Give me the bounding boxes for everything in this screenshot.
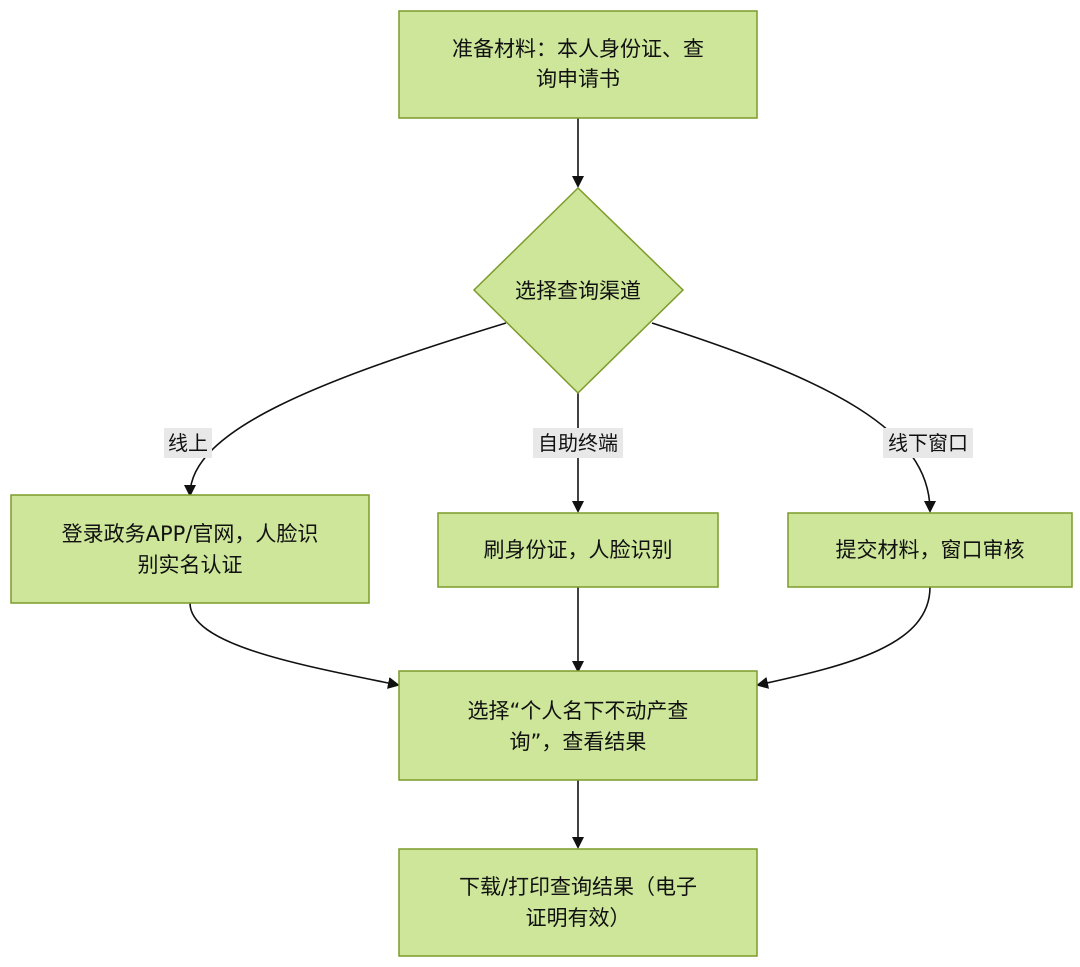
node-select-query-line-2: 询”，查看结果 (510, 730, 647, 754)
edge-label-counter-text: 线下窗口 (888, 431, 968, 455)
edge-label-online: 线上 (164, 428, 212, 458)
node-download: 下载/打印查询结果（电子 证明有效） (398, 848, 758, 957)
edge-label-counter: 线下窗口 (883, 428, 973, 458)
node-counter-text: 提交材料，窗口审核 (836, 538, 1025, 562)
node-kiosk-text: 刷身份证，人脸识别 (484, 538, 673, 562)
node-counter: 提交材料，窗口审核 (787, 512, 1073, 588)
node-prepare-line-2: 询申请书 (536, 67, 620, 91)
edge-label-kiosk: 自助终端 (533, 428, 623, 458)
node-select-query: 选择“个人名下不动产查 询”，查看结果 (398, 670, 758, 781)
edge-choose-to-online (184, 322, 507, 497)
node-kiosk: 刷身份证，人脸识别 (437, 512, 719, 588)
node-prepare: 准备材料：本人身份证、查 询申请书 (398, 10, 758, 119)
node-download-line-2: 证明有效） (526, 906, 631, 930)
node-online-line-2: 别实名认证 (138, 553, 243, 577)
node-download-line-1: 下载/打印查询结果（电子 (459, 875, 697, 899)
edge-online-to-select (189, 602, 400, 689)
node-online: 登录政务APP/官网，人脸识 别实名认证 (10, 494, 370, 604)
node-choose-channel-text: 选择查询渠道 (515, 279, 641, 303)
edges (184, 118, 936, 849)
edge-label-kiosk-text: 自助终端 (538, 431, 618, 455)
node-online-line-1: 登录政务APP/官网，人脸识 (62, 522, 319, 546)
node-prepare-line-1: 准备材料：本人身份证、查 (452, 37, 704, 61)
node-choose-channel: 选择查询渠道 (472, 186, 685, 395)
edge-label-online-text: 线上 (168, 431, 208, 455)
edge-counter-to-select (756, 586, 931, 689)
edge-choose-to-counter (651, 322, 936, 513)
node-select-query-line-1: 选择“个人名下不动产查 (468, 699, 689, 723)
